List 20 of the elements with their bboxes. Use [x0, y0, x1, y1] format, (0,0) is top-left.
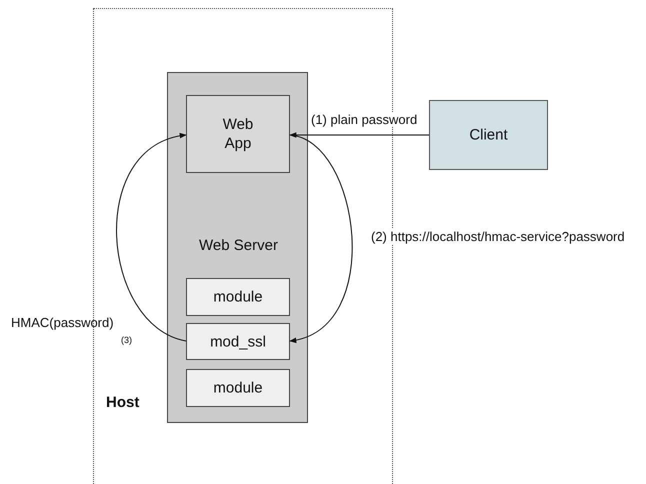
node-label: Web Server — [198, 236, 279, 255]
step-number: (3) — [120, 334, 133, 347]
node-label: Client — [468, 126, 509, 144]
edge-label: (2) https://localhost/hmac-service?password — [370, 229, 626, 244]
curved-arrow — [289, 134, 352, 342]
node-label: mod_ssl — [209, 332, 267, 351]
module-box — [186, 323, 290, 360]
node-label: Web App — [222, 115, 254, 153]
node-label: module — [212, 288, 264, 306]
server-box — [167, 72, 308, 423]
edge-label: (1) plain password — [310, 112, 418, 127]
arrow — [289, 132, 430, 138]
edge-label: HMAC(password) — [10, 315, 115, 330]
curved-arrow — [116, 134, 187, 342]
node-label: module — [212, 378, 264, 398]
module-box — [186, 369, 290, 407]
client-box — [429, 100, 548, 170]
boundary-label: Host — [106, 393, 140, 412]
module-box — [186, 278, 290, 316]
app-box — [186, 95, 290, 173]
